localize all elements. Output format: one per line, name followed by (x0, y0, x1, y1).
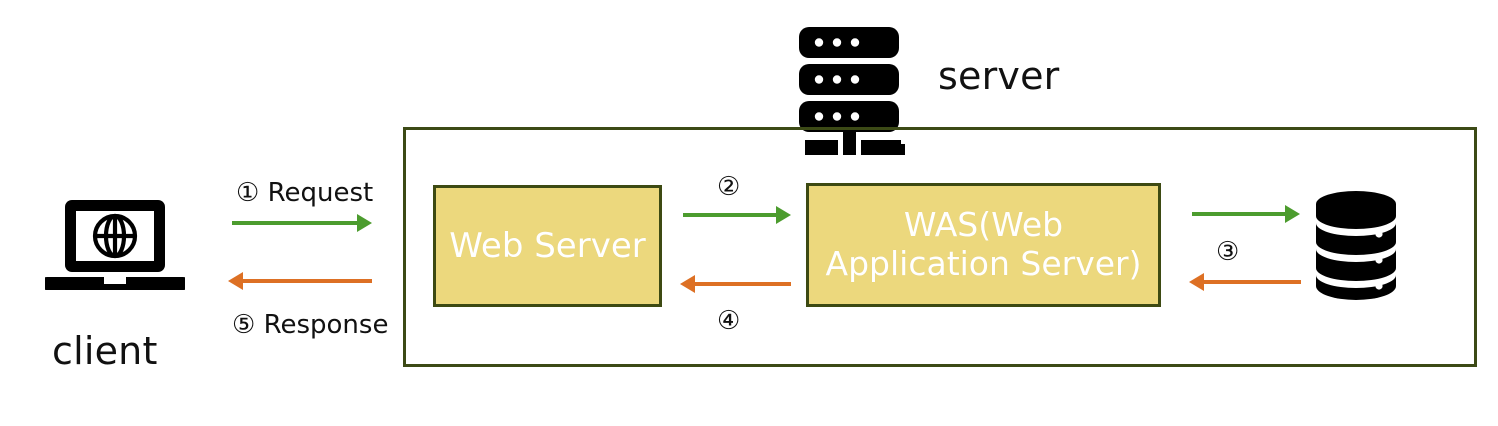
was-label-line2: Application Server) (825, 244, 1142, 283)
was-node[interactable]: WAS(Web Application Server) (806, 183, 1161, 307)
web-server-label: Web Server (449, 225, 646, 266)
arrow-db-to-was (1189, 273, 1301, 291)
server-boundary-frame (403, 127, 1477, 367)
database-cylinder-icon (1311, 190, 1401, 300)
flow-label-four: ④ (717, 306, 741, 336)
arrow-request-client-to-web (232, 214, 372, 232)
arrow-web-to-was (683, 206, 791, 224)
was-label-group: WAS(Web Application Server) (820, 205, 1148, 284)
was-label-line1: WAS(Web (903, 205, 1064, 245)
web-server-node[interactable]: Web Server (433, 185, 662, 307)
server-caption: server (938, 54, 1060, 98)
client-laptop-icon (40, 198, 190, 293)
flow-label-two: ② (717, 172, 741, 202)
arrow-was-to-web (680, 275, 791, 293)
arrow-response-web-to-client (228, 272, 372, 290)
flow-label-request: ① Request (236, 178, 374, 208)
flow-label-response: ⑤ Response (232, 310, 389, 340)
flow-label-three: ③ (1216, 237, 1240, 267)
server-rack-base-overlay (805, 140, 905, 155)
client-caption: client (52, 329, 158, 373)
arrow-was-to-db (1192, 205, 1300, 223)
